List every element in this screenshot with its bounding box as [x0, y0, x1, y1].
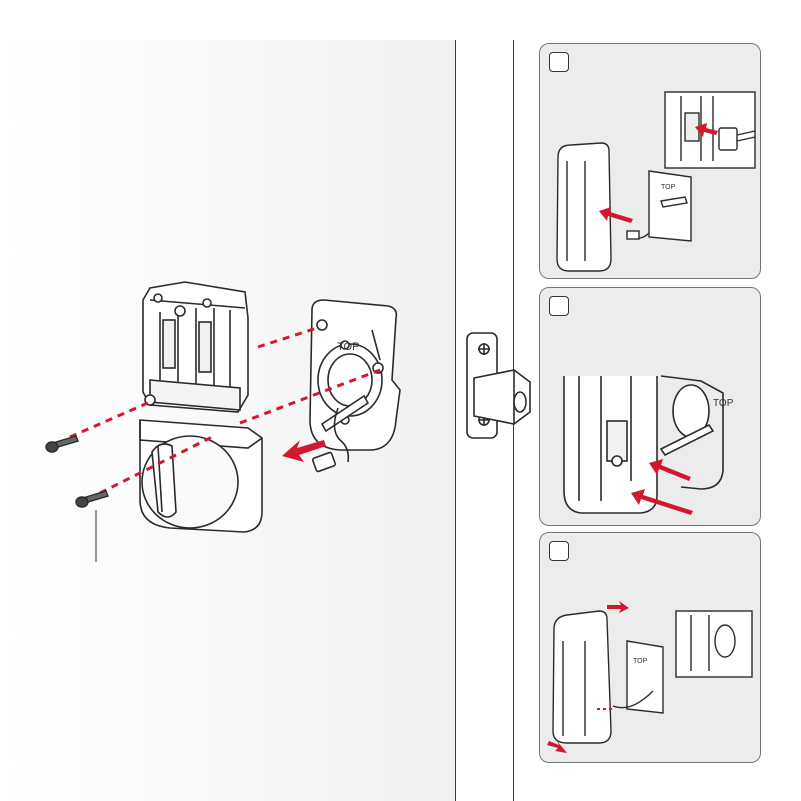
step-2-panel: TOP: [539, 287, 761, 526]
step-3-slide-arrow-icon: [607, 601, 629, 613]
screw-icon: [76, 491, 108, 507]
plate-top-label: TOP: [337, 341, 359, 353]
step-2-svg: TOP: [540, 288, 760, 525]
step-1-plate-top-label: TOP: [661, 184, 676, 191]
screw-icon: [46, 436, 78, 452]
step-1-svg: TOP: [540, 44, 760, 278]
interior-housing: [143, 282, 248, 442]
step-3-plate-top-label: TOP: [633, 658, 648, 665]
thumbturn-cover: [140, 420, 262, 532]
step-3-panel: TOP: [539, 532, 761, 763]
step-1-panel: TOP: [539, 43, 761, 279]
latch-assembly: [467, 333, 530, 438]
step-2-plate-top-label: TOP: [713, 398, 734, 409]
step-3-svg: TOP: [540, 533, 760, 762]
